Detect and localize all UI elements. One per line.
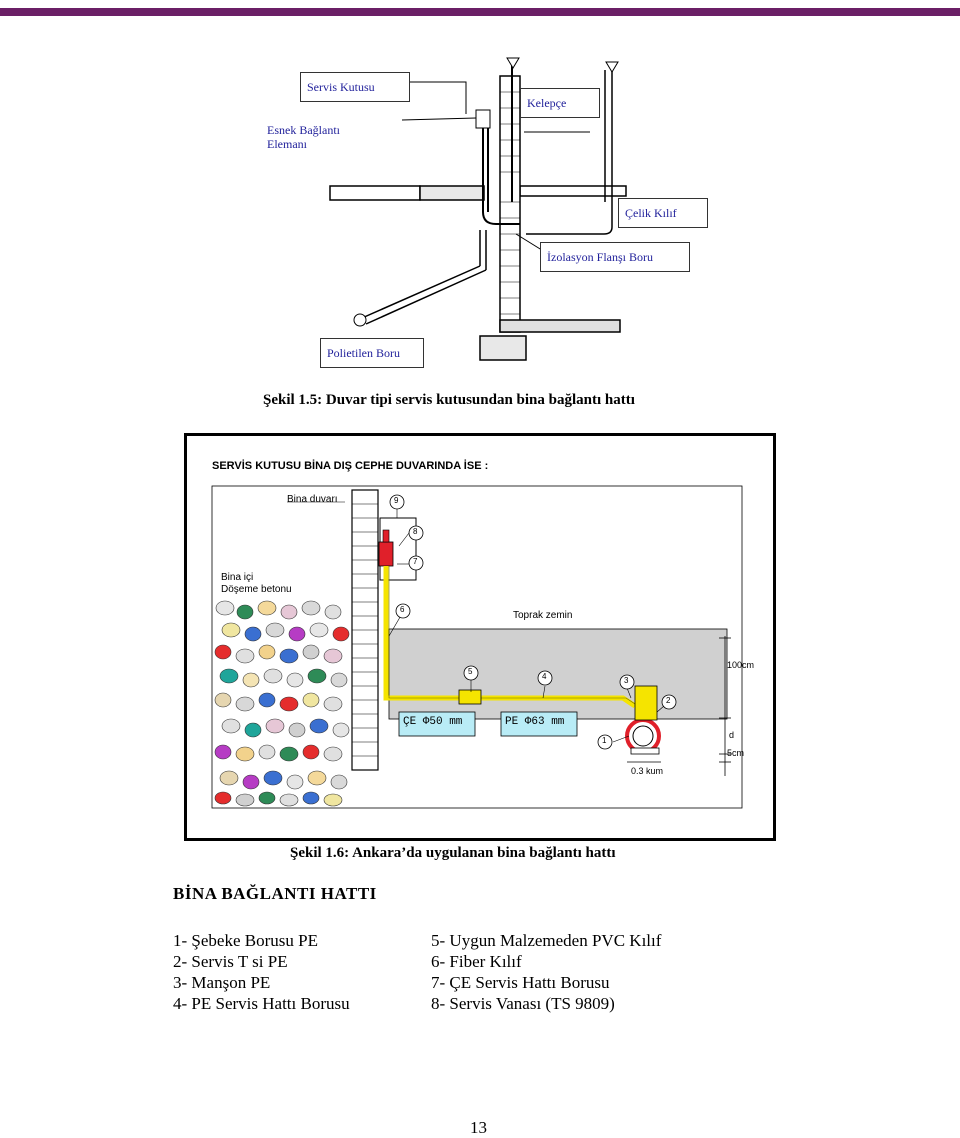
bubble-9: 9 bbox=[394, 496, 399, 505]
list-item: 2- Servis T si PE bbox=[173, 952, 288, 971]
figure-1.6-caption: Şekil 1.6: Ankara’da uygulanan bina bağl… bbox=[290, 845, 616, 861]
list-item: 7- ÇE Servis Hattı Borusu bbox=[431, 973, 610, 992]
bubble-7: 7 bbox=[413, 557, 418, 566]
label-polietilen: Polietilen Boru bbox=[320, 338, 424, 368]
legend-left-list: 1- Şebeke Borusu PE 2- Servis T si PE 3-… bbox=[173, 930, 350, 1014]
list-item: 4- PE Servis Hattı Borusu bbox=[173, 994, 350, 1013]
label-kum: 0.3 kum bbox=[631, 766, 664, 776]
label-izolasyon: İzolasyon Flanşı Boru bbox=[540, 242, 690, 272]
bubble-3: 3 bbox=[624, 676, 629, 685]
bubble-2: 2 bbox=[666, 696, 671, 705]
bubble-4: 4 bbox=[542, 672, 547, 681]
dim-5cm: 5cm bbox=[727, 748, 745, 758]
bubble-5: 5 bbox=[468, 667, 473, 676]
header-bar bbox=[0, 8, 960, 16]
page-number: 13 bbox=[470, 1118, 487, 1137]
label-pe-box: PE Φ63 mm bbox=[505, 716, 565, 728]
label-servis-kutusu: Servis Kutusu bbox=[300, 72, 410, 102]
list-item: 3- Manşon PE bbox=[173, 973, 271, 992]
list-item: 8- Servis Vanası (TS 9809) bbox=[431, 994, 615, 1013]
label-esnek-baglanti: Esnek Bağlantı Elemanı bbox=[260, 120, 368, 164]
label-bina-ici: Bina içi bbox=[221, 572, 254, 583]
dim-100cm: 100cm bbox=[727, 660, 755, 670]
bubble-6: 6 bbox=[400, 605, 405, 614]
label-ce-box: ÇE Φ50 mm bbox=[403, 716, 463, 728]
label-bina-duvari: Bina duvarı bbox=[287, 494, 338, 505]
legend-right-list: 5- Uygun Malzemeden PVC Kılıf 6- Fiber K… bbox=[431, 930, 661, 1014]
figure-1.5: Servis Kutusu Kelepçe Esnek Bağlantı Ele… bbox=[260, 52, 710, 372]
bubble-1: 1 bbox=[602, 736, 607, 745]
list-item: 5- Uygun Malzemeden PVC Kılıf bbox=[431, 931, 662, 950]
figure-1.6-title: SERVİS KUTUSU BİNA DIŞ CEPHE DUVARINDA İ… bbox=[212, 460, 489, 472]
ankara-connection-drawing bbox=[211, 485, 743, 809]
section-heading: BİNA BAĞLANTI HATTI bbox=[173, 884, 377, 903]
figure-1.6: SERVİS KUTUSU BİNA DIŞ CEPHE DUVARINDA İ… bbox=[184, 433, 776, 841]
bubble-8: 8 bbox=[413, 527, 418, 536]
label-toprak: Toprak zemin bbox=[513, 610, 573, 621]
label-doseme: Döşeme betonu bbox=[221, 584, 292, 595]
list-item: 6- Fiber Kılıf bbox=[431, 952, 522, 971]
wall-service-box-drawing bbox=[329, 57, 630, 361]
list-item: 1- Şebeke Borusu PE bbox=[173, 931, 318, 950]
label-kelepce: Kelepçe bbox=[520, 88, 600, 118]
label-celik-kilif: Çelik Kılıf bbox=[618, 198, 708, 228]
dim-d: d bbox=[729, 730, 735, 740]
figure-1.5-caption: Şekil 1.5: Duvar tipi servis kutusundan … bbox=[263, 392, 635, 408]
